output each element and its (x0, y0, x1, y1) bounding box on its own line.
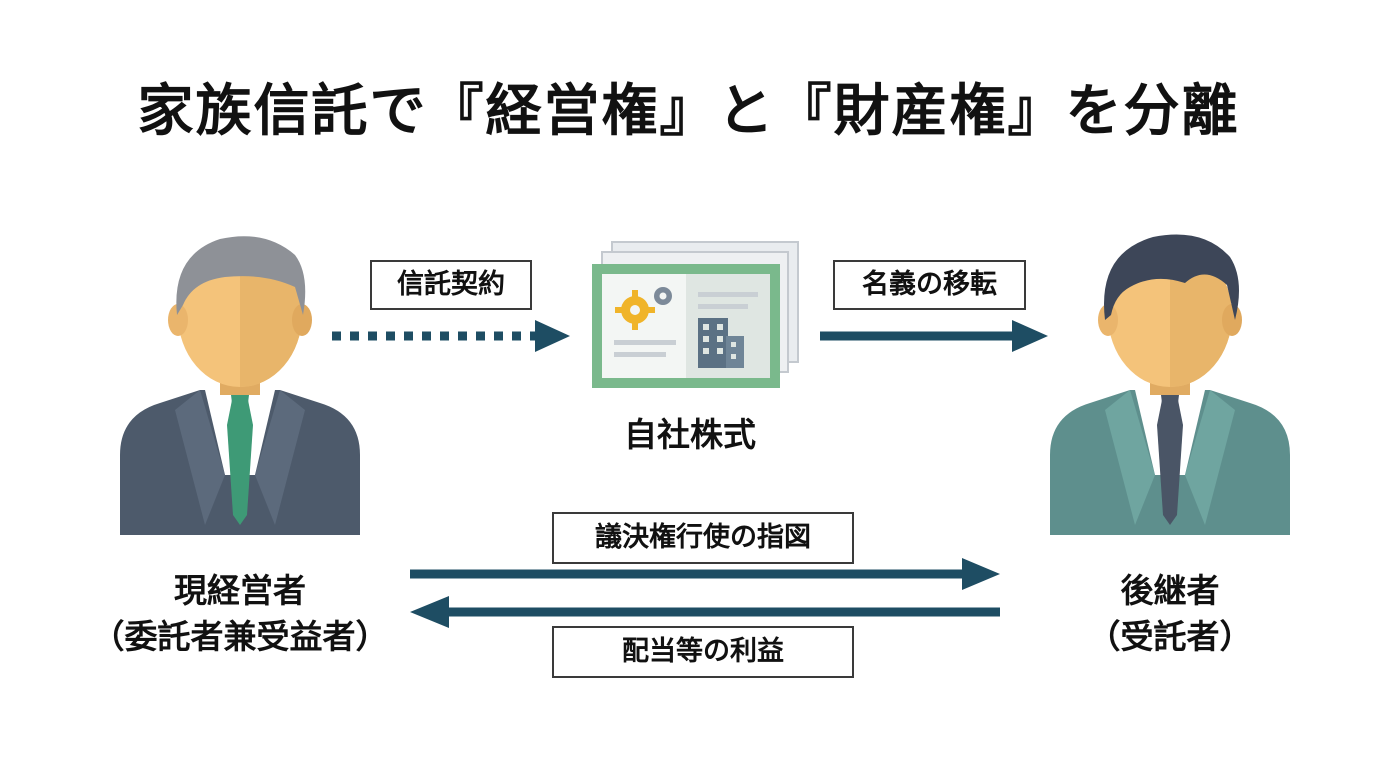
successor-role: （受託者） (1087, 617, 1253, 656)
current-manager-name: 現経営者 (174, 571, 306, 610)
trust-contract-label: 信託契約 (370, 260, 532, 310)
successor-label: 後継者 （受託者） (990, 568, 1350, 660)
stock-certificate-icon (592, 241, 799, 388)
dividends-label: 配当等の利益 (552, 626, 854, 678)
dividends-arrow (410, 596, 1000, 628)
title-transfer-arrow (820, 320, 1048, 352)
trust-contract-arrow (332, 320, 570, 352)
voting-instruction-arrow (410, 558, 1000, 590)
stock-label: 自社株式 (624, 415, 756, 454)
page-title: 家族信託で『経営権』と『財産権』を分離 (137, 79, 1240, 144)
current-manager-icon (120, 236, 360, 535)
successor-name: 後継者 (1120, 571, 1220, 610)
successor-icon (1050, 234, 1290, 535)
current-manager-role: （委託者兼受益者） (91, 617, 389, 656)
current-manager-label: 現経営者 （委託者兼受益者） (60, 568, 420, 660)
voting-instruction-label: 議決権行使の指図 (552, 512, 854, 564)
title-transfer-label: 名義の移転 (833, 260, 1026, 310)
